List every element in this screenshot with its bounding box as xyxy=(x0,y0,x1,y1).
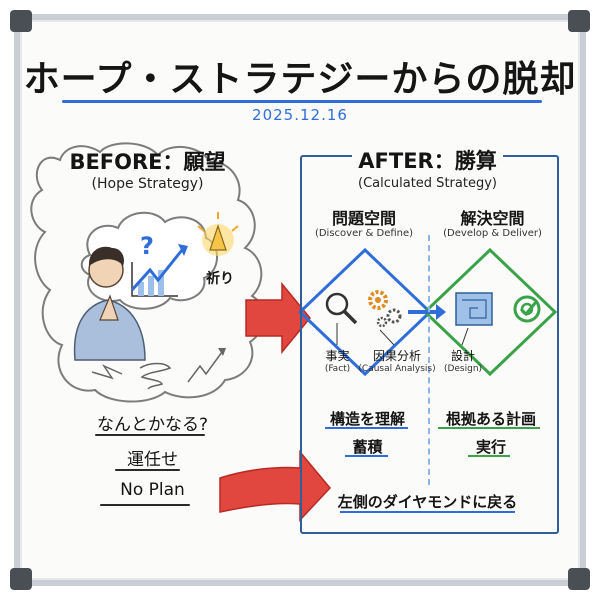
after-heading-text: AFTER：勝算 xyxy=(352,149,503,173)
fact-label: 事実 xyxy=(325,349,350,363)
causal-label: 因果分析 xyxy=(372,349,421,363)
transition-arrow xyxy=(245,281,311,355)
zigzag-arrow-icon xyxy=(187,351,223,383)
after-subheading: (Calculated Strategy) xyxy=(358,176,497,191)
left-result: 蓄積 xyxy=(352,438,383,456)
connector-line xyxy=(461,327,469,346)
frame-corner xyxy=(10,10,32,32)
scribble-icon xyxy=(91,364,123,380)
magnifier-icon xyxy=(325,292,358,325)
solution-space-subtitle: (Develop & Deliver) xyxy=(443,228,542,239)
target-icon xyxy=(513,295,541,323)
before-cloud xyxy=(30,142,265,403)
arrow-up-icon xyxy=(130,249,184,292)
date-label: 2025.12.16 xyxy=(252,106,348,124)
solution-space-diamond xyxy=(422,247,558,377)
underline xyxy=(95,434,205,436)
return-note: 左側のダイヤモンドに戻る xyxy=(337,493,518,511)
process-arrow-icon xyxy=(408,304,446,320)
page-title: ホープ・ストラテジーからの脱却 xyxy=(23,59,577,100)
before-heading: BEFORE：願望 xyxy=(69,150,226,174)
chart-icon xyxy=(138,282,144,296)
design-label: 設計 xyxy=(450,349,475,363)
frame-corner xyxy=(568,568,590,590)
question-mark-icon: ? xyxy=(140,232,154,260)
zigzag-arrow-icon xyxy=(218,348,226,356)
title-underline xyxy=(62,100,542,103)
before-line: No Plan xyxy=(120,480,185,500)
after-heading: AFTER：勝算 xyxy=(300,145,555,175)
tornado-icon xyxy=(139,362,172,390)
space-divider xyxy=(428,235,430,485)
chart-icon xyxy=(148,276,154,296)
blueprint-icon xyxy=(455,292,493,326)
connector-line xyxy=(379,329,395,346)
before-line: 運任せ xyxy=(127,450,178,470)
chart-icon xyxy=(158,270,164,296)
causal-sub: (Causal Analysis) xyxy=(358,364,436,374)
right-result: 実行 xyxy=(475,438,506,456)
problem-space-title: 問題空間 xyxy=(331,209,396,228)
before-subheading: (Hope Strategy) xyxy=(91,176,204,192)
fact-sub: (Fact) xyxy=(324,364,351,374)
gear-icon xyxy=(368,290,402,328)
left-result: 構造を理解 xyxy=(329,410,405,428)
praying-person-icon xyxy=(73,246,146,361)
pray-label: 祈り xyxy=(206,271,234,287)
frame-corner xyxy=(10,568,32,590)
problem-space-subtitle: (Discover & Define) xyxy=(314,228,414,239)
return-arrow xyxy=(219,449,332,522)
praying-hands-icon xyxy=(197,212,239,256)
right-result: 根拠ある計画 xyxy=(445,410,536,428)
design-sub: (Design) xyxy=(443,364,483,374)
arrow-up-icon xyxy=(178,244,188,256)
problem-space-diamond xyxy=(297,247,433,377)
underline xyxy=(115,469,180,471)
chart-icon xyxy=(131,262,178,297)
underline xyxy=(100,504,190,506)
solution-space-title: 解決空間 xyxy=(460,209,525,228)
frame-corner xyxy=(568,10,590,32)
before-line: なんとかなる? xyxy=(96,415,209,435)
